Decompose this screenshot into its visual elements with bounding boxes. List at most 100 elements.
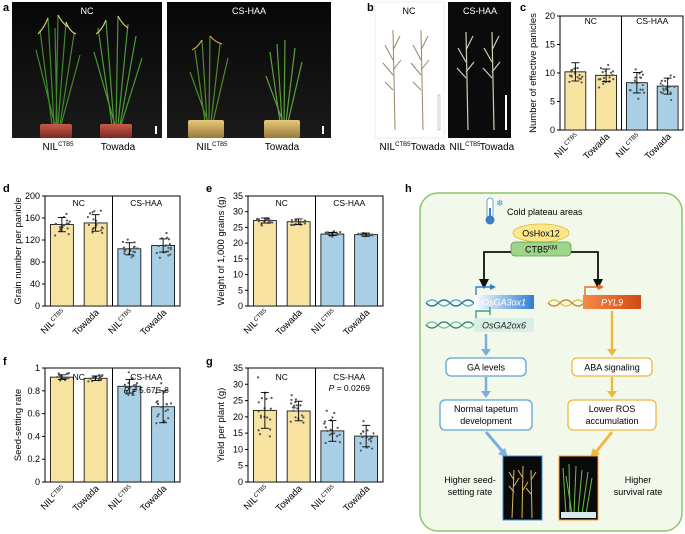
data-point <box>260 223 263 226</box>
data-point <box>295 404 299 407</box>
ga2ox6-label: OsGA2ox6 <box>482 321 526 331</box>
dna-helix-ga3ox1 <box>425 299 475 307</box>
data-point <box>270 396 273 400</box>
y-tick-label: 15 <box>545 40 555 50</box>
category-label-base: Towada <box>274 483 305 514</box>
y-tick-label: 0 <box>238 301 243 311</box>
data-point <box>257 218 260 221</box>
data-point <box>293 404 296 407</box>
data-point <box>669 91 672 94</box>
data-point <box>357 232 360 235</box>
panel-letter-g: g <box>206 356 213 368</box>
data-point <box>326 429 329 432</box>
category-label: Towada <box>341 307 372 338</box>
data-point <box>296 407 299 410</box>
data-point <box>57 372 60 375</box>
data-point <box>157 244 161 248</box>
data-point <box>155 251 158 255</box>
data-point <box>326 232 329 236</box>
y-tick-label: 0 <box>238 477 243 487</box>
data-point <box>291 406 294 409</box>
category-label: Towada <box>274 483 305 514</box>
ga3ox1-promoter-arrow <box>475 286 492 295</box>
y-tick-label: 30 <box>233 379 243 389</box>
data-point <box>132 384 136 387</box>
data-point <box>265 397 268 400</box>
category-label: Towada <box>138 307 169 338</box>
data-point <box>136 247 139 250</box>
data-point <box>294 416 297 419</box>
seed-label-line1: Higher seed- <box>444 475 496 485</box>
data-point <box>333 230 336 233</box>
ga2ox6-gene <box>474 318 534 332</box>
data-point <box>598 86 601 89</box>
data-point <box>323 420 327 423</box>
data-point <box>133 241 136 244</box>
category-label-sup: CTB5 <box>118 308 134 324</box>
category-label-base: Towada <box>71 307 102 338</box>
data-point <box>100 226 104 229</box>
data-point <box>293 406 296 409</box>
data-point <box>58 375 62 378</box>
data-point <box>576 76 579 79</box>
data-point <box>132 393 135 397</box>
data-point <box>639 88 642 91</box>
data-point <box>130 256 133 259</box>
category-label: Towada <box>71 307 102 338</box>
pot-towada-nc <box>100 124 132 138</box>
data-point <box>100 375 103 378</box>
snowflake-icon: ❄ <box>496 198 504 208</box>
data-point <box>167 238 171 241</box>
data-point <box>260 397 264 400</box>
data-point <box>633 79 636 82</box>
data-point <box>132 250 135 253</box>
bar <box>83 222 108 307</box>
data-point <box>121 240 125 244</box>
data-point <box>609 71 613 74</box>
data-point <box>126 238 129 241</box>
data-point <box>91 231 94 234</box>
group-label: CS-HAA <box>130 372 162 382</box>
data-point <box>673 75 676 79</box>
category-label: NILCTB5 <box>552 131 582 161</box>
y-tick-label: 0.4 <box>27 431 40 441</box>
data-point <box>165 231 168 235</box>
y-tick-label: 5 <box>238 285 243 295</box>
data-point <box>123 252 126 255</box>
data-point <box>659 82 662 85</box>
data-point <box>268 435 271 438</box>
group-label: NC <box>276 198 288 208</box>
y-tick-label: 35 <box>233 363 243 373</box>
photo-b-nc: NC <box>374 1 445 139</box>
label-a-nil-nc: NILCTB5 <box>43 142 75 153</box>
aba-box <box>571 357 653 377</box>
data-point <box>269 418 272 421</box>
arrow-to-pyl9 <box>571 251 599 282</box>
data-point <box>580 81 583 84</box>
data-point <box>576 66 579 70</box>
y-tick-label: 10 <box>233 270 243 280</box>
data-point <box>65 222 68 225</box>
panel-letter-e: e <box>206 183 212 195</box>
data-point <box>156 415 159 418</box>
data-point <box>266 218 269 221</box>
data-point <box>257 429 260 432</box>
data-point <box>88 212 92 215</box>
y-tick-label: 35 <box>233 191 243 201</box>
data-point <box>641 73 645 76</box>
y-tick-label: 0 <box>35 301 40 311</box>
ga-levels-box <box>445 357 527 377</box>
label-a-towada-cs: Towada <box>265 142 300 153</box>
data-point <box>568 80 571 84</box>
seedling-photo <box>558 455 599 521</box>
data-point <box>371 436 374 439</box>
ga-levels-label: GA levels <box>467 363 506 373</box>
bar <box>354 234 378 307</box>
p-symbol: P <box>124 385 130 395</box>
label-b-towada-cs: Towada <box>480 142 515 153</box>
seed-setting-photo <box>502 455 543 521</box>
data-point <box>168 243 171 246</box>
data-point <box>259 414 262 417</box>
env-label: Cold plateau areas <box>507 207 583 217</box>
data-point <box>123 383 126 386</box>
